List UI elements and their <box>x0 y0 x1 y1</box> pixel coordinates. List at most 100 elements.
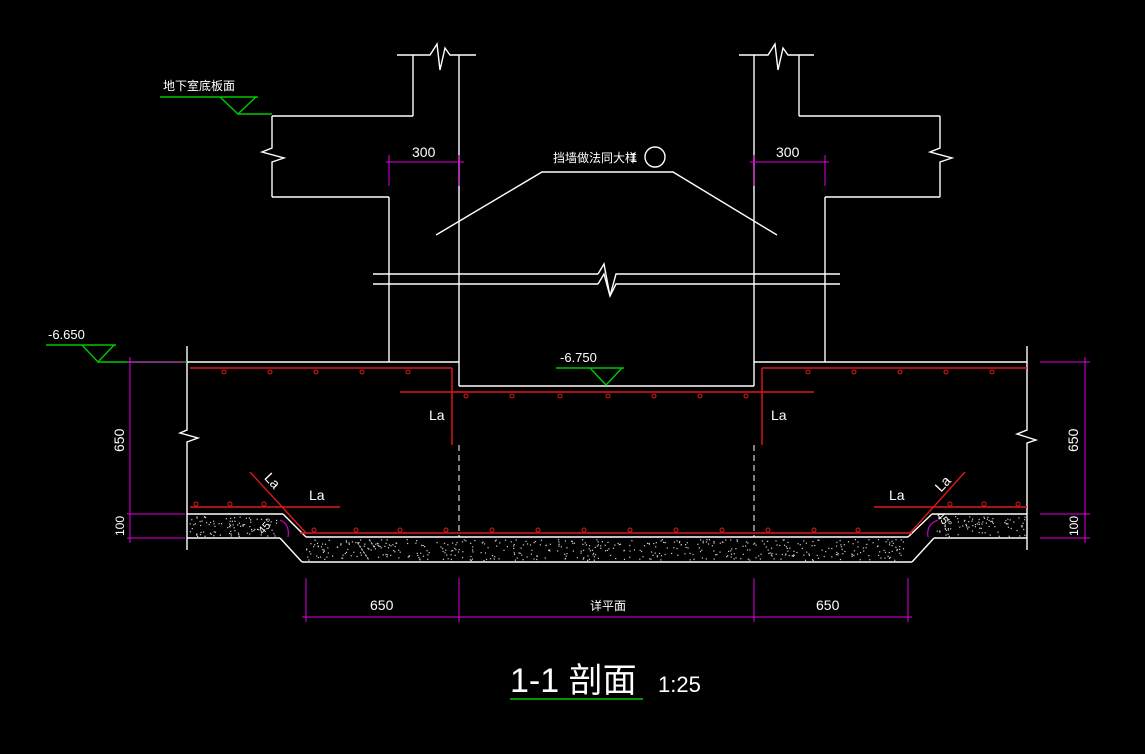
basement-level-marker: 地下室底板面 <box>160 78 272 115</box>
hatch-dot <box>516 557 518 559</box>
hatch-dot <box>445 549 447 551</box>
hatch-dot <box>253 530 255 532</box>
hatch-dot <box>671 552 673 555</box>
hatch-dot <box>896 548 898 550</box>
hatch-dot <box>584 542 586 544</box>
hatch-dot <box>463 539 465 541</box>
hatch-dot <box>219 534 221 536</box>
hatch-dot <box>531 549 533 551</box>
hatch-dot <box>576 557 578 559</box>
hatch-dot <box>868 555 870 557</box>
hatch-dot <box>888 552 890 554</box>
hatch-dot <box>767 549 769 551</box>
rebar-dot <box>851 369 857 375</box>
hatch-dot <box>989 534 991 536</box>
rebar-dot <box>227 501 233 507</box>
hatch-dot <box>896 549 898 552</box>
hatch-dot <box>971 530 974 532</box>
hatch-dot <box>424 546 426 548</box>
hatch-dot <box>230 533 232 535</box>
hatch-dot <box>656 556 658 558</box>
hatch-dot <box>346 541 348 543</box>
hatch-dot <box>557 550 559 552</box>
rebar-dot <box>651 393 657 399</box>
hatch-dot <box>844 550 846 553</box>
hatch-dot <box>322 551 324 553</box>
hatch-dot <box>984 532 986 534</box>
hatch-dot <box>715 554 717 556</box>
hatch-dot <box>761 540 763 542</box>
hatch-dot <box>251 528 253 531</box>
hatch-dot <box>348 542 350 544</box>
hatch-dot <box>825 551 827 553</box>
hatch-dot <box>623 549 625 551</box>
hatch-dot <box>257 528 259 530</box>
hatch-dot <box>308 559 310 561</box>
hatch-dot <box>641 550 643 553</box>
hatch-dot <box>199 520 201 523</box>
hatch-dot <box>1024 519 1026 521</box>
hatch-dot <box>851 555 853 557</box>
hatch-dot <box>835 554 837 556</box>
rebar-dot <box>697 393 703 399</box>
hatch-dot <box>582 539 584 541</box>
hatch-dot <box>513 552 515 554</box>
hatch-dot <box>770 554 772 556</box>
hatch-dot <box>427 554 429 556</box>
hatch-dot <box>370 549 372 551</box>
hatch-dot <box>991 521 994 523</box>
hatch-dot <box>985 522 987 524</box>
hatch-dot <box>549 543 551 545</box>
hatch-dot <box>785 546 787 548</box>
hatch-dot <box>520 547 522 549</box>
hatch-dot <box>419 558 421 560</box>
hatch-dot <box>462 557 464 559</box>
hatch-dot <box>233 527 235 529</box>
hatch-dot <box>480 552 482 554</box>
hatch-dot <box>513 545 515 547</box>
hatch-dot <box>619 543 622 545</box>
hatch-dot <box>947 533 949 535</box>
hatch-dot <box>518 552 520 554</box>
hatch-dot <box>877 539 880 541</box>
hatch-dot <box>895 546 897 548</box>
rebar-dot <box>605 393 611 399</box>
hatch-dot <box>380 547 382 549</box>
hatch-dot <box>817 539 819 541</box>
hatch-dot <box>351 541 354 543</box>
hatch-dot <box>836 541 838 543</box>
wall-dimensions: 300 300 <box>386 144 829 186</box>
hatch-dot <box>782 539 784 541</box>
hatch-dot <box>994 526 996 528</box>
hatch-dot <box>783 539 785 541</box>
hatch-dot <box>415 542 417 544</box>
hatch-dot <box>327 552 329 554</box>
hatch-dot <box>421 544 423 546</box>
hatch-dot <box>494 556 496 558</box>
hatch-dot <box>803 540 805 542</box>
hatch-dot <box>564 558 566 560</box>
hatch-dot <box>597 541 599 543</box>
hatch-dot <box>842 553 844 555</box>
hatch-dot <box>260 534 262 536</box>
hatch-dot <box>700 539 702 541</box>
hatch-dot <box>454 554 456 556</box>
hatch-dot <box>317 546 319 548</box>
hatch-dot <box>948 519 950 521</box>
hatch-dot <box>357 543 359 545</box>
hatch-dot <box>213 535 215 537</box>
hatch-dot <box>558 539 560 541</box>
hatch-dot <box>573 542 576 544</box>
hatch-dot <box>525 540 527 542</box>
hatch-dot <box>230 535 232 537</box>
hatch-dot <box>706 539 708 541</box>
hatch-dot <box>588 558 590 560</box>
hatch-dot <box>793 550 795 552</box>
hatch-dot <box>856 553 859 555</box>
dim-bottom-left: 650 <box>370 597 394 613</box>
hatch-dot <box>455 549 457 551</box>
hatch-dot <box>270 521 272 523</box>
hatch-dot <box>664 553 666 556</box>
hatch-dot <box>742 545 744 547</box>
hatch-dot <box>623 558 626 560</box>
